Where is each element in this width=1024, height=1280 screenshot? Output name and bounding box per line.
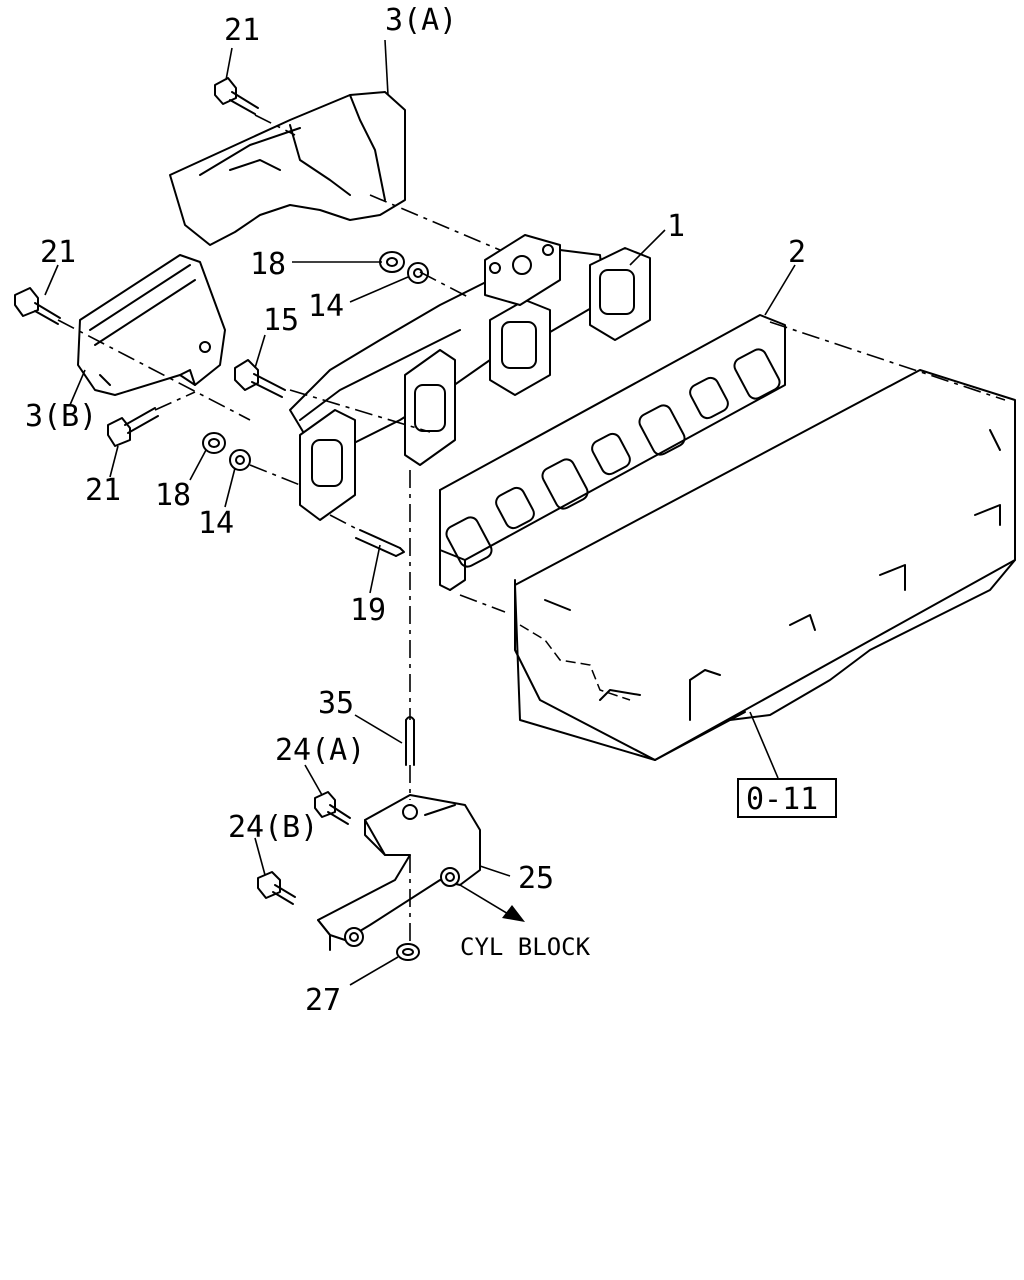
stud-19 — [355, 529, 405, 557]
nut-18-top — [379, 251, 405, 273]
callout-27: 27 — [305, 983, 341, 1018]
bolt-24b — [257, 871, 296, 905]
cyl-block-arrow — [459, 884, 525, 922]
washer-14-top — [407, 262, 429, 284]
callout-19: 19 — [350, 593, 386, 628]
heat-shield-b — [77, 254, 226, 396]
bolt-21-top — [214, 77, 259, 115]
callout-35: 35 — [318, 686, 354, 721]
callout-25: 25 — [518, 861, 554, 896]
callout-14-bottom: 14 — [198, 506, 234, 541]
callout-3b: 3(B) — [25, 399, 97, 434]
reference-box — [737, 778, 837, 818]
stud-35 — [405, 716, 415, 766]
reference-label: 0-11 — [746, 782, 818, 817]
callout-21-left: 21 — [40, 235, 76, 270]
callout-21-bottom: 21 — [85, 473, 121, 508]
callout-15: 15 — [263, 303, 299, 338]
callout-14-top: 14 — [308, 289, 344, 324]
leader-lines — [44, 39, 796, 986]
bracket-25 — [317, 794, 481, 951]
callout-18-top: 18 — [250, 247, 286, 282]
heat-shield-a — [169, 91, 406, 246]
callout-24a: 24(A) — [275, 733, 365, 768]
bolt-24a — [314, 791, 351, 825]
manifold-gasket — [439, 314, 786, 591]
callout-3a: 3(A) — [385, 3, 457, 38]
callout-24b: 24(B) — [228, 810, 318, 845]
bolt-21-left — [14, 287, 61, 325]
alignment-lines — [57, 114, 1006, 945]
nut-27 — [396, 943, 420, 961]
callout-1: 1 — [667, 209, 685, 244]
bolt-21-bottom — [107, 407, 159, 447]
callout-2: 2 — [788, 235, 806, 270]
callout-18-bottom: 18 — [155, 478, 191, 513]
washer-14-bottom — [229, 449, 251, 471]
cylinder-head — [514, 369, 1016, 761]
callout-21-top: 21 — [224, 13, 260, 48]
nut-18-bottom — [202, 432, 226, 454]
exhaust-manifold — [289, 234, 651, 521]
bolt-15 — [234, 359, 286, 398]
cyl-block-label: CYL BLOCK — [460, 933, 591, 961]
